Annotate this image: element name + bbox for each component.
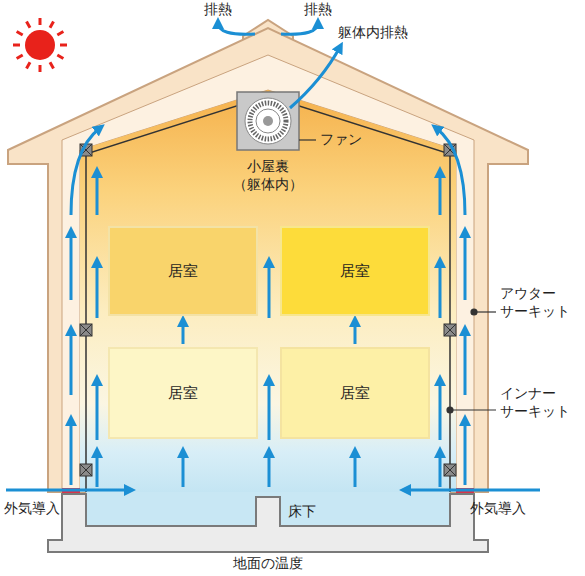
illustration-part — [263, 116, 273, 126]
illustration-part — [80, 324, 92, 336]
illustration-part — [447, 407, 453, 413]
illustration-part — [70, 330, 73, 395]
illustration-part — [444, 324, 456, 336]
illustration-part — [464, 232, 467, 300]
illustration-part — [471, 309, 477, 315]
label: アウター サーキット — [500, 285, 580, 320]
illustration-part — [444, 464, 456, 476]
illustration-part — [436, 128, 465, 215]
illustration-part — [57, 32, 63, 36]
illustration-part — [464, 420, 467, 485]
illustration-part — [450, 409, 496, 410]
illustration-part — [96, 172, 99, 215]
label: ファン — [320, 131, 362, 149]
label: 躯体内排熱 — [338, 24, 408, 42]
illustration-part — [50, 62, 54, 68]
label: 小屋裏 （躯体内） — [228, 158, 308, 193]
illustration-part — [354, 321, 357, 344]
illustration-part — [96, 380, 99, 440]
illustration-part — [464, 330, 467, 395]
illustration-part — [268, 380, 271, 440]
illustration-part — [237, 92, 299, 150]
illustration-part — [71, 128, 100, 215]
illustration-part — [6, 489, 130, 492]
air-arrows — [6, 23, 540, 490]
illustration-part — [405, 489, 540, 492]
interior — [80, 90, 456, 492]
fan — [237, 92, 299, 150]
illustration-part — [268, 452, 271, 487]
wall-cavity — [62, 55, 474, 492]
illustration-part — [80, 324, 92, 336]
illustration-part — [80, 464, 92, 476]
illustration-part — [354, 452, 357, 487]
label: 排熱 — [204, 1, 232, 19]
label: 外気導入 — [4, 500, 60, 518]
illustration-part — [299, 139, 316, 140]
illustration-part — [268, 262, 271, 318]
illustration-part — [39, 18, 42, 25]
illustration-part — [96, 452, 99, 487]
illustration-part — [444, 324, 456, 336]
illustration-part — [444, 464, 456, 476]
room-label: 居室 — [168, 384, 198, 403]
illustration-part — [439, 380, 442, 440]
room-box: 居室 — [108, 347, 258, 439]
sun — [13, 18, 67, 72]
illustration-part — [17, 32, 23, 36]
illustration-part — [439, 262, 442, 318]
label: 地面の温度 — [233, 555, 303, 573]
illustration-part — [256, 109, 280, 133]
illustration-part — [80, 464, 92, 476]
room-label: 居室 — [340, 262, 370, 281]
illustration-part — [182, 321, 185, 344]
illustration-part — [70, 420, 73, 485]
illustration-part — [96, 262, 99, 318]
room-box: 居室 — [280, 226, 430, 316]
illustration-part — [50, 22, 54, 28]
foundation — [48, 494, 488, 552]
damper-boxes — [80, 144, 456, 476]
label: 外気導入 — [470, 500, 526, 518]
illustration-part — [218, 23, 255, 34]
room-label: 居室 — [168, 262, 198, 281]
illustration-part — [17, 55, 23, 59]
illustration-part — [250, 103, 286, 139]
house-body — [8, 28, 528, 492]
illustration-part — [39, 65, 42, 72]
label: インナー サーキット — [500, 385, 580, 420]
illustration-part — [25, 30, 55, 60]
illustration-part — [70, 232, 73, 300]
illustration-part — [245, 98, 291, 144]
room-box: 居室 — [108, 226, 258, 316]
illustration-part — [439, 452, 442, 487]
illustration-part — [290, 47, 340, 108]
illustration-part — [13, 44, 20, 47]
room-box: 居室 — [280, 347, 430, 439]
illustration-part — [281, 23, 318, 34]
illustration-part — [60, 44, 67, 47]
illustration-part — [182, 452, 185, 487]
illustration-part — [439, 172, 442, 215]
label: 排熱 — [304, 1, 332, 19]
illustration-part — [27, 22, 31, 28]
illustration-part — [57, 55, 63, 59]
inner-wall-line — [86, 96, 450, 492]
label: 床下 — [288, 503, 316, 521]
illustration-part — [27, 62, 31, 68]
room-label: 居室 — [340, 384, 370, 403]
